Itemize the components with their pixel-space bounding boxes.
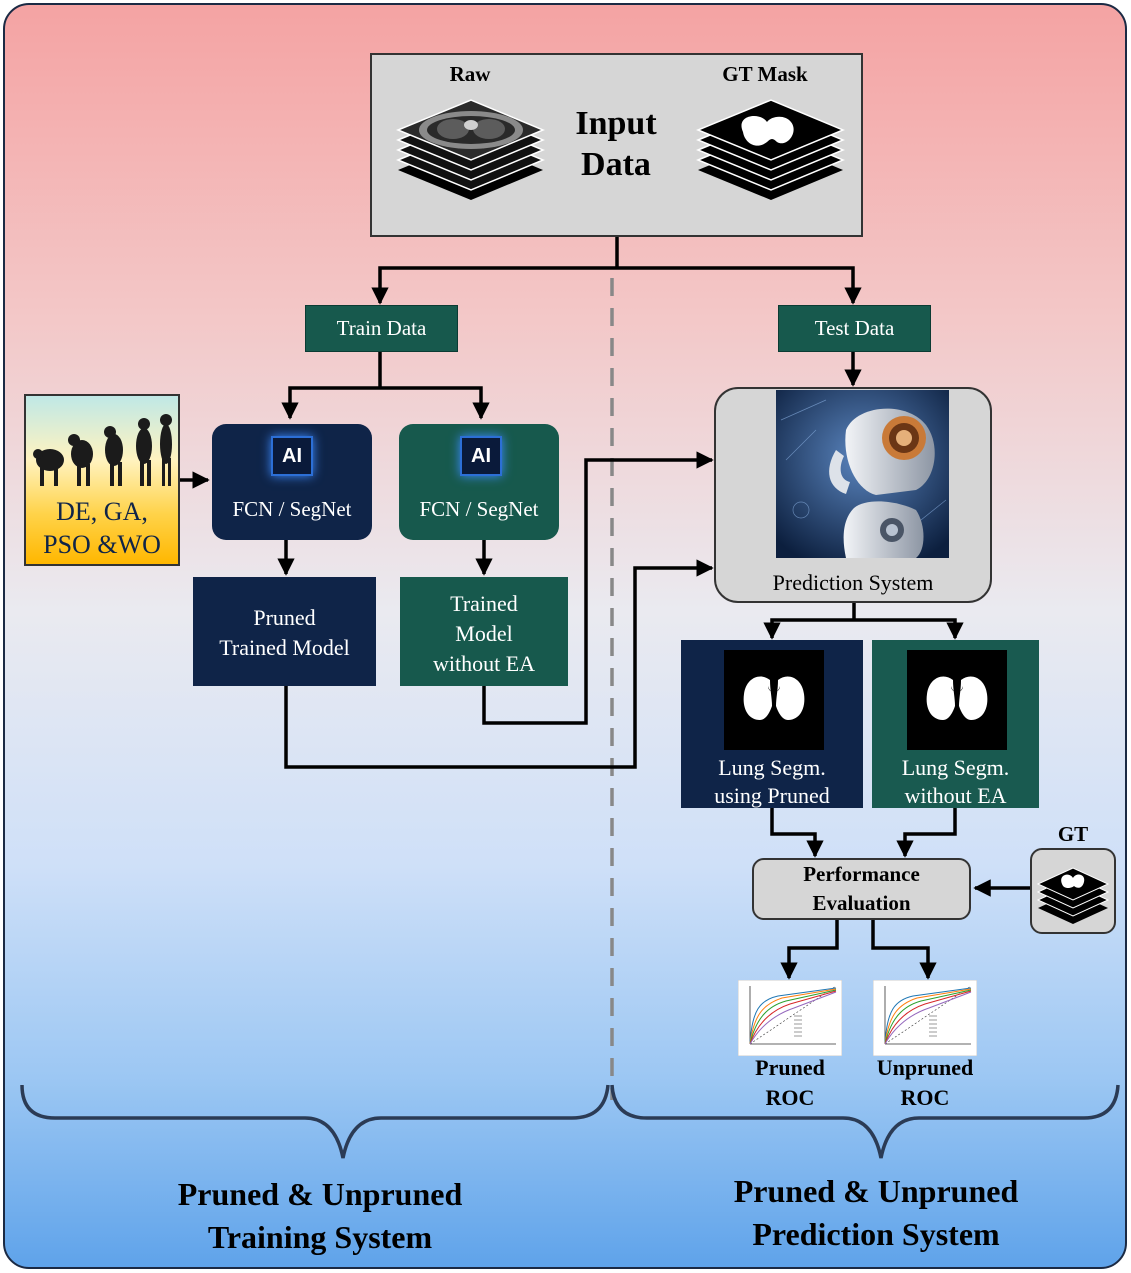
trained-model-without-ea-box [400, 577, 568, 686]
lung-seg-pruned-line2: using Pruned [714, 783, 830, 808]
ct-scan-stack-icon [396, 99, 545, 200]
gt-mask-label: GT Mask [722, 62, 808, 86]
roc-unpruned-line2: ROC [900, 1085, 950, 1110]
pruned-trained-model-box [193, 577, 376, 686]
ai-chip-icon: AI [271, 436, 313, 476]
pruned-model-line2: Trained Model [219, 635, 350, 660]
roc-pruned-thumbnail [738, 980, 842, 1056]
roc-unpruned-line1: Unpruned [876, 1055, 974, 1080]
performance-evaluation-box [752, 858, 971, 920]
performance-line1: Performance [803, 862, 920, 886]
roc-unpruned-thumbnail [873, 980, 977, 1056]
ai-chip-text: AI [471, 444, 491, 467]
plain-model-line2: Model [455, 621, 513, 646]
lung-seg-pruned-line1: Lung Segm. [718, 755, 826, 780]
ai-chip-icon: AI [460, 436, 502, 476]
plain-model-line3: without EA [432, 651, 536, 676]
evolution-label-line2: PSO &WO [43, 530, 161, 559]
prediction-system-label: Prediction System [772, 570, 934, 595]
evolution-label-line1: DE, GA, [56, 497, 148, 526]
gt-mask-stack-icon [1036, 867, 1110, 924]
roc-pruned-line1: Pruned [755, 1055, 825, 1080]
robot-thinking-icon [776, 390, 949, 558]
lung-mask-shape-icon [926, 676, 988, 720]
footer-left-line1: Pruned & Unpruned [177, 1176, 463, 1212]
lung-mask-shape-icon [743, 676, 805, 720]
input-title-line2: Data [581, 146, 651, 183]
footer-right-line2: Prediction System [752, 1216, 1000, 1252]
footer-left-line2: Training System [207, 1219, 433, 1255]
roc-pruned-line2: ROC [765, 1085, 815, 1110]
performance-line2: Evaluation [812, 891, 911, 915]
evolution-box [24, 394, 180, 566]
evolution-silhouette-icon [33, 414, 172, 486]
pruned-model-line1: Pruned [253, 605, 316, 630]
fcn-pruned-label: FCN / SegNet [232, 497, 352, 521]
test-data-box: Test Data [778, 305, 931, 352]
ai-chip-text: AI [282, 444, 302, 467]
lung-mask-image [724, 650, 824, 750]
fcn-plain-label: FCN / SegNet [419, 497, 539, 521]
raw-label: Raw [449, 62, 491, 86]
lung-mask-image [907, 650, 1007, 750]
lung-seg-plain-line2: without EA [904, 783, 1007, 808]
footer-right-line1: Pruned & Unpruned [733, 1173, 1019, 1209]
lung-seg-plain-line1: Lung Segm. [901, 755, 1010, 780]
train-data-box: Train Data [305, 305, 458, 352]
input-title-line1: Input [575, 105, 657, 142]
plain-model-line1: Trained [450, 591, 518, 616]
gt-label: GT [1057, 822, 1089, 846]
gt-mask-stack-icon [696, 99, 845, 200]
